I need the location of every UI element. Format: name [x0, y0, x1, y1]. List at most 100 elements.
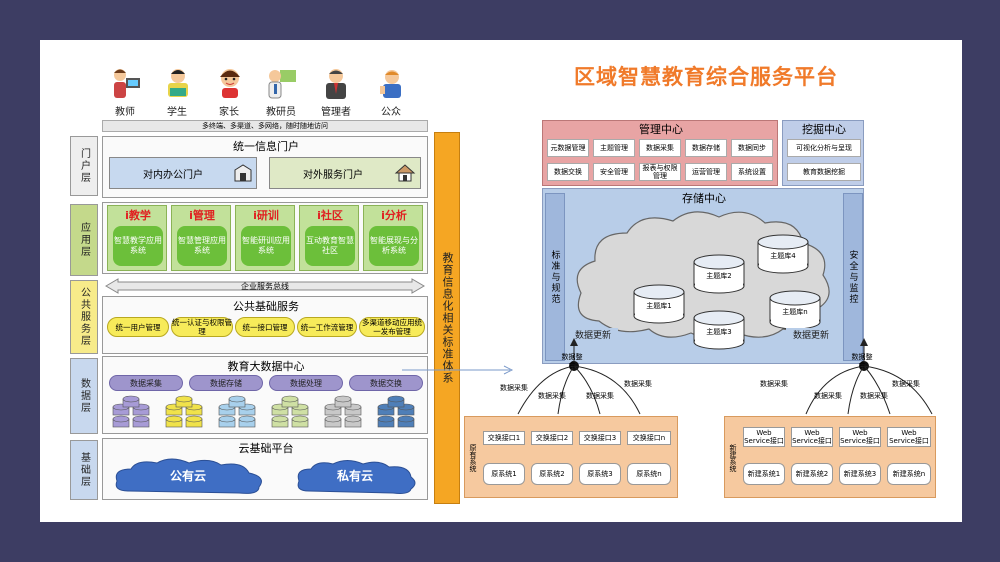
- old-system[interactable]: 原系统1: [483, 463, 525, 485]
- mgmt-cell[interactable]: 元数据管理: [547, 139, 589, 157]
- app-panel: i教学 智慧教学应用系统 i管理 智慧管理应用系统 i研训 智能研训应用系统 i…: [102, 202, 428, 274]
- mgmt-cell[interactable]: 数据存储: [685, 139, 727, 157]
- collect-label: 数据采集: [538, 392, 566, 400]
- topic-db[interactable]: 主题库3: [692, 310, 746, 350]
- mgmt-center: 管理中心 元数据管理 主题管理 数据采集 数据存储 数据同步 数据交换 安全管理…: [542, 120, 778, 186]
- exchange-interface[interactable]: 交换接口n: [627, 431, 671, 445]
- mgmt-cell[interactable]: 主题管理: [593, 139, 635, 157]
- exchange-interface[interactable]: 交换接口1: [483, 431, 525, 445]
- flow-lines: [517, 338, 933, 415]
- mgmt-cell[interactable]: 数据交换: [547, 163, 589, 181]
- app-title: i社区: [317, 209, 343, 222]
- database-icon: [633, 284, 685, 324]
- old-system[interactable]: 原系统2: [531, 463, 573, 485]
- exchange-interface[interactable]: 交换接口2: [531, 431, 573, 445]
- layer-label-portal: 门户层: [70, 136, 98, 196]
- database-cluster-icon: [377, 395, 415, 428]
- topic-db[interactable]: 主题库1: [632, 284, 686, 324]
- app-card-analysis[interactable]: i分析 智能展现与分析系统: [363, 205, 423, 271]
- new-system[interactable]: 新建系统2: [791, 463, 833, 485]
- collect-label: 数据采集: [586, 392, 614, 400]
- bigdata-store[interactable]: 数据存储: [189, 375, 263, 391]
- webservice-interface[interactable]: Web Service接口: [887, 427, 931, 447]
- security-monitor: 安全与监控: [843, 193, 863, 361]
- user-researcher: 教研员: [256, 66, 306, 122]
- mining-cell[interactable]: 可视化分析与呈现: [787, 139, 861, 157]
- student-icon: [168, 69, 188, 97]
- webservice-interface[interactable]: Web Service接口: [839, 427, 881, 447]
- update-right-label: 数据更新: [786, 328, 836, 341]
- webservice-interface[interactable]: Web Service接口: [791, 427, 833, 447]
- new-system[interactable]: 新建系统3: [839, 463, 881, 485]
- researcher-icon: [268, 70, 296, 99]
- bus-label: 企业服务总线: [241, 281, 289, 291]
- update-left-label: 数据更新: [568, 328, 618, 341]
- bigdata-process[interactable]: 数据处理: [269, 375, 343, 391]
- new-systems-box: 新建系统 Web Service接口 Web Service接口 Web Ser…: [724, 416, 936, 498]
- app-system-button[interactable]: 智慧教学应用系统: [113, 226, 163, 266]
- app-system-button[interactable]: 智慧管理应用系统: [177, 226, 227, 266]
- mgmt-cell[interactable]: 报表与权限管理: [639, 163, 681, 181]
- topic-db[interactable]: 主题库n: [768, 290, 822, 330]
- app-card-teaching[interactable]: i教学 智慧教学应用系统: [107, 205, 167, 271]
- service-pill[interactable]: 统一工作流管理: [297, 317, 357, 337]
- service-pill[interactable]: 多渠道移动应用统一发布管理: [359, 317, 425, 337]
- parent-icon: [220, 69, 240, 98]
- mgmt-cell[interactable]: 安全管理: [593, 163, 635, 181]
- exchange-interface[interactable]: 交换接口3: [579, 431, 621, 445]
- user-label: 教师: [115, 106, 135, 118]
- topic-db-label: 主题库3: [706, 328, 732, 336]
- user-label: 教研员: [266, 106, 296, 118]
- app-card-management[interactable]: i管理 智慧管理应用系统: [171, 205, 231, 271]
- database-cluster-icon: [324, 395, 362, 428]
- collect-label: 数据采集: [624, 380, 652, 388]
- cloud-panel: 云基础平台 公有云 私有云: [102, 438, 428, 500]
- service-bus: 企业服务总线: [102, 278, 428, 294]
- collect-label: 数据采集: [860, 392, 888, 400]
- access-bar: 多终端、多渠道、多网络，随时随地访问: [102, 120, 428, 132]
- collect-label: 数据采集: [500, 384, 528, 392]
- service-pill[interactable]: 统一用户管理: [107, 317, 169, 337]
- new-system[interactable]: 新建系统n: [887, 463, 931, 485]
- public-service-panel: 公共基础服务 统一用户管理 统一认证与权限管理 统一接口管理 统一工作流管理 多…: [102, 296, 428, 354]
- mgmt-cell[interactable]: 系统设置: [731, 163, 773, 181]
- mgmt-cell[interactable]: 运营管理: [685, 163, 727, 181]
- topic-db-label: 主题库4: [770, 252, 796, 260]
- app-system-button[interactable]: 智能展现与分析系统: [369, 226, 419, 266]
- mgmt-cell[interactable]: 数据同步: [731, 139, 773, 157]
- app-system-button[interactable]: 互动教育智慧社区: [305, 226, 355, 266]
- old-system[interactable]: 原系统3: [579, 463, 621, 485]
- internal-portal[interactable]: 对内办公门户: [109, 157, 257, 189]
- old-systems-box: 原有系统 交换接口1 交换接口2 交换接口3 交换接口n 原系统1 原系统2 原…: [464, 416, 678, 498]
- service-pill[interactable]: 统一接口管理: [235, 317, 295, 337]
- internal-portal-label: 对内办公门户: [143, 169, 203, 181]
- standards-spec: 标准与规范: [545, 193, 565, 361]
- topic-db[interactable]: 主题库4: [756, 234, 810, 274]
- external-portal[interactable]: 对外服务门户: [269, 157, 421, 189]
- app-card-community[interactable]: i社区 互动教育智慧社区: [299, 205, 359, 271]
- slide: 教师 学生 家长 教研员: [40, 40, 962, 522]
- old-system[interactable]: 原系统n: [627, 463, 671, 485]
- hub-right-label: 数据整合: [851, 353, 873, 369]
- mgmt-cell[interactable]: 数据采集: [639, 139, 681, 157]
- page-title: 区域智慧教育综合服务平台: [574, 65, 838, 89]
- app-card-research[interactable]: i研训 智能研训应用系统: [235, 205, 295, 271]
- topic-db[interactable]: 主题库2: [692, 254, 746, 294]
- database-icon: [693, 254, 745, 294]
- bigdata-collect[interactable]: 数据采集: [109, 375, 183, 391]
- webservice-interface[interactable]: Web Service接口: [743, 427, 785, 447]
- app-title: i研训: [253, 209, 279, 222]
- manager-icon: [326, 69, 346, 99]
- mining-cell[interactable]: 教育数据挖掘: [787, 163, 861, 181]
- bigdata-exchange[interactable]: 数据交换: [349, 375, 423, 391]
- private-cloud-label[interactable]: 私有云: [336, 468, 373, 483]
- topic-db-label: 主题库n: [782, 308, 808, 316]
- topic-db-label: 主题库2: [706, 272, 732, 280]
- app-system-button[interactable]: 智能研训应用系统: [241, 226, 291, 266]
- public-cloud-label[interactable]: 公有云: [169, 468, 206, 483]
- user-student: 学生: [152, 66, 202, 122]
- house-icon: [394, 164, 416, 182]
- new-system[interactable]: 新建系统1: [743, 463, 785, 485]
- service-pill[interactable]: 统一认证与权限管理: [171, 317, 233, 337]
- user-public: 公众: [366, 66, 416, 122]
